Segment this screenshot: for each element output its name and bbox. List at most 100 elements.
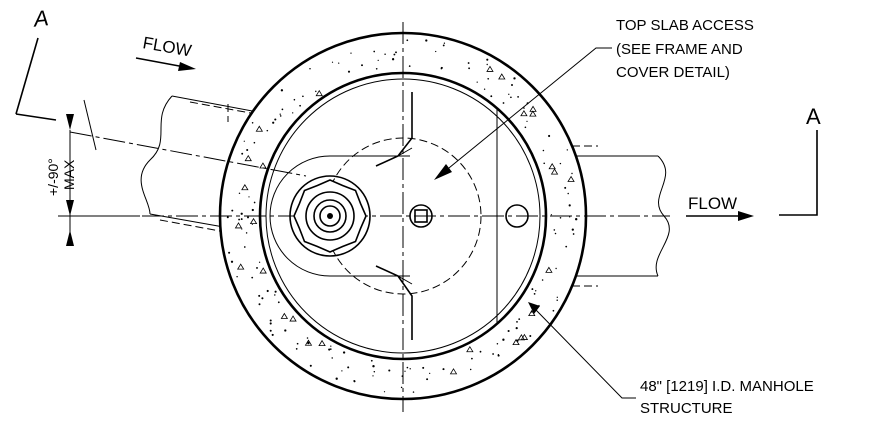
stipple-triangle	[304, 339, 313, 346]
bench-lower-wedge-inner	[397, 275, 413, 285]
callout-top-line-1: TOP SLAB ACCESS	[616, 17, 754, 34]
stipple-dot	[231, 209, 234, 212]
stipple-dot	[483, 88, 486, 90]
stipple-triangle	[234, 222, 243, 229]
stipple-dot	[565, 245, 568, 248]
stipple-dot	[269, 329, 272, 332]
stipple-dot	[384, 53, 386, 55]
stipple-dot	[353, 380, 356, 383]
stipple-dot	[347, 70, 351, 73]
stipple-dot	[251, 208, 254, 212]
stipple-dot	[490, 95, 493, 98]
stipple-triangle	[318, 339, 326, 347]
stipple-dot	[279, 115, 282, 117]
stipple-dot	[486, 63, 488, 66]
stipple-triangle	[236, 263, 245, 270]
inlet-pipe-break	[140, 95, 173, 215]
stipple-dot	[409, 368, 411, 370]
callout-manhole-structure: 48" [1219] I.D. MANHOLE STRUCTURE	[528, 302, 814, 417]
stipple-triangle	[466, 345, 474, 353]
stipple-dot	[246, 148, 249, 152]
inlet-fitting-center-dot	[327, 213, 333, 219]
stipple-dot	[391, 58, 395, 61]
channel-bench	[269, 92, 498, 340]
inlet-pipe-inner-top	[189, 101, 301, 123]
stipple-dot	[238, 192, 241, 195]
stipple-triangle	[449, 368, 458, 375]
stipple-dot	[253, 141, 256, 144]
flow-upper-label: FLOW	[141, 33, 193, 60]
stipple-triangle	[280, 312, 289, 319]
section-marker-left-arm	[15, 113, 57, 121]
stipple-dot	[302, 95, 304, 98]
stipple-dot	[516, 339, 519, 342]
stipple-triangle	[567, 175, 575, 182]
stipple-dot	[284, 329, 287, 332]
stipple-dot	[335, 377, 338, 380]
stipple-dot	[238, 218, 241, 221]
stipple-dot	[251, 276, 254, 279]
stipple-dot	[575, 218, 578, 221]
stipple-dot	[295, 348, 298, 350]
stipple-dot	[269, 322, 272, 325]
section-marker-right-lines	[779, 130, 818, 216]
stipple-dot	[568, 204, 571, 207]
callout-top-line-3: COVER DETAIL)	[616, 64, 730, 81]
stipple-dot	[567, 192, 569, 195]
stipple-dot	[372, 375, 374, 377]
stipple-dot	[429, 372, 431, 375]
stipple-dot	[526, 120, 528, 123]
stipple-dot	[572, 233, 575, 235]
flow-right-arrow-head	[738, 211, 754, 221]
stipple-dot	[508, 93, 510, 95]
stipple-dot	[373, 370, 376, 373]
stipple-dot	[274, 118, 277, 121]
inlet-fitting-outer-ring	[289, 175, 371, 257]
section-marker-left-stem	[15, 37, 39, 115]
stipple-dot	[523, 107, 525, 109]
angle-dimension: +/-90° MAX	[45, 99, 140, 246]
stipple-dot	[361, 64, 363, 67]
stipple-triangle	[244, 154, 252, 162]
stipple-dot	[338, 62, 340, 64]
stipple-dot	[228, 251, 231, 254]
stipple-dot	[471, 357, 473, 360]
stipple-dot	[377, 59, 379, 62]
stipple-dot	[479, 350, 482, 353]
stipple-dot	[375, 67, 378, 70]
callout-top-line-2: (SEE FRAME AND	[616, 41, 743, 58]
angle-dimension-arrow-mid	[66, 200, 74, 216]
stipple-dot	[529, 335, 532, 337]
stipple-dot	[502, 102, 505, 104]
stipple-dot	[554, 232, 557, 235]
stipple-triangle	[255, 125, 264, 132]
stipple-dot	[243, 246, 246, 248]
stipple-triangle	[249, 217, 258, 225]
stipple-dot	[507, 329, 510, 333]
stipple-dot	[341, 370, 343, 372]
angle-dimension-arrow-bottom	[66, 230, 74, 246]
stipple-dot	[571, 172, 573, 175]
stipple-dot	[241, 228, 243, 230]
callout-bottom-leader	[535, 309, 636, 399]
concrete-stipple	[226, 39, 578, 393]
stipple-dot	[486, 58, 489, 61]
stipple-dot	[226, 216, 229, 219]
stipple-triangle	[529, 105, 537, 112]
stipple-dot	[469, 368, 472, 371]
stipple-triangle	[528, 309, 536, 317]
stipple-triangle	[259, 267, 267, 274]
stipple-dot	[492, 353, 494, 355]
inlet-fitting-core-ring	[319, 205, 341, 227]
stipple-dot	[342, 351, 346, 354]
stipple-triangle	[512, 338, 520, 346]
stipple-dot	[517, 96, 519, 98]
stipple-dot	[277, 301, 280, 304]
stipple-dot	[406, 366, 409, 369]
stipple-dot	[331, 357, 333, 359]
stipple-dot	[258, 294, 261, 297]
stipple-dot	[347, 366, 350, 369]
callout-bottom-leader-arrow	[528, 302, 540, 314]
stipple-dot	[258, 303, 261, 306]
stipple-dot	[443, 42, 446, 44]
